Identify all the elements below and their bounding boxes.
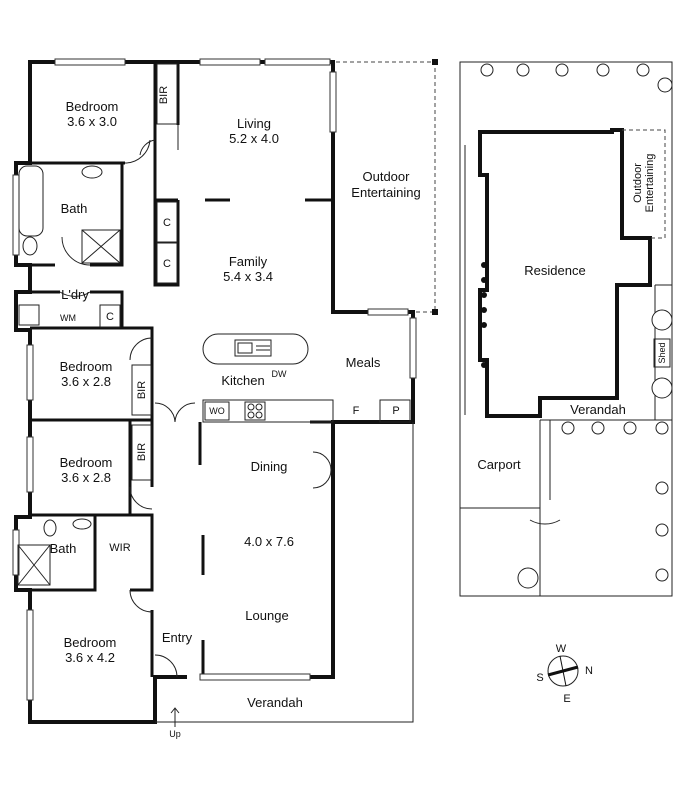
post [432, 309, 438, 315]
outdoor-line1: Outdoor [363, 169, 411, 184]
kitchen-label: Kitchen [221, 373, 264, 388]
meals-label: Meals [346, 355, 381, 370]
cupboards [99, 63, 178, 481]
residence-posts [481, 262, 487, 368]
bedroom3-name: Bedroom [60, 455, 113, 470]
dining-label: Dining [251, 459, 288, 474]
shed-label: Shed [657, 342, 667, 363]
family-size: 5.4 x 3.4 [223, 269, 273, 284]
side-path [654, 284, 672, 420]
site-outdoor-line2: Entertaining [644, 154, 656, 213]
bath1-label: Bath [61, 201, 88, 216]
fridge-label: F [353, 405, 360, 417]
cupboard-label-1: C [163, 217, 171, 229]
site-plan [459, 61, 673, 597]
bir-label-3: BIR [136, 443, 148, 461]
tree-icon [655, 568, 669, 582]
living-size: 5.2 x 4.0 [229, 131, 279, 146]
site-gate [529, 519, 561, 525]
tree-icon [655, 523, 669, 537]
site-outdoor-boundary [622, 129, 666, 239]
exterior-walls [14, 60, 415, 724]
dw-label: DW [272, 369, 287, 379]
verandah-outline [155, 422, 414, 723]
tree-icon [623, 421, 637, 435]
bir-label-2: BIR [136, 381, 148, 399]
tree-icon [655, 481, 669, 495]
kitchen-island [202, 333, 309, 365]
outdoor-boundary [336, 61, 436, 313]
residence-label: Residence [524, 263, 585, 278]
tree-icon [480, 63, 494, 77]
site-lines [460, 419, 672, 596]
tree-icon [655, 421, 669, 435]
lounge-size: 4.0 x 7.6 [244, 534, 294, 549]
verandah-label: Verandah [247, 695, 303, 710]
tree-icon [516, 63, 530, 77]
laundry-cupboard-label: C [106, 311, 114, 323]
interior-walls [16, 62, 335, 677]
family-name: Family [229, 254, 268, 269]
site-boundary [459, 61, 673, 597]
compass-n: N [585, 665, 593, 677]
bath2-label: Bath [50, 541, 77, 556]
tree-icon [651, 309, 673, 331]
trees [480, 63, 673, 589]
living-name: Living [237, 116, 271, 131]
tree-icon [591, 421, 605, 435]
tree-icon [636, 63, 650, 77]
outdoor-line2: Entertaining [351, 185, 420, 200]
site-verandah-label: Verandah [570, 402, 626, 417]
tree-icon [657, 77, 673, 93]
laundry-label: L'dry [61, 287, 89, 302]
lounge-label: Lounge [245, 608, 288, 623]
carport-label: Carport [477, 457, 521, 472]
bedroom1-size: 3.6 x 3.0 [67, 114, 117, 129]
kitchen-bench [202, 399, 411, 423]
pantry-label: P [392, 405, 399, 417]
compass-w: W [556, 643, 567, 655]
compass-s: S [536, 672, 543, 684]
bath-fixtures [17, 165, 121, 586]
bedroom1-name: Bedroom [66, 99, 119, 114]
doors [59, 125, 332, 678]
wm-label: WM [60, 313, 76, 323]
entry-label: Entry [162, 630, 193, 645]
tree-icon [651, 377, 673, 399]
tree-icon [555, 63, 569, 77]
up-label: Up [169, 729, 181, 739]
bedroom3-size: 3.6 x 2.8 [61, 470, 111, 485]
bedroom4-size: 3.6 x 4.2 [65, 650, 115, 665]
windows [12, 58, 417, 701]
compass-icon [547, 655, 579, 687]
wo-label: WO [209, 406, 225, 416]
tree-icon [596, 63, 610, 77]
wir-label: WIR [109, 542, 130, 554]
compass-e: E [563, 693, 570, 705]
tree-icon [517, 567, 539, 589]
site-outdoor-line1: Outdoor [632, 163, 644, 203]
cupboard-label-2: C [163, 258, 171, 270]
up-arrow-icon [170, 707, 180, 727]
post [432, 59, 438, 65]
shed-box [653, 338, 671, 368]
bedroom4-name: Bedroom [64, 635, 117, 650]
bedroom2-size: 3.6 x 2.8 [61, 374, 111, 389]
bir-label-1: BIR [158, 86, 170, 104]
residence-outline [478, 128, 652, 418]
tree-icon [561, 421, 575, 435]
bedroom2-name: Bedroom [60, 359, 113, 374]
